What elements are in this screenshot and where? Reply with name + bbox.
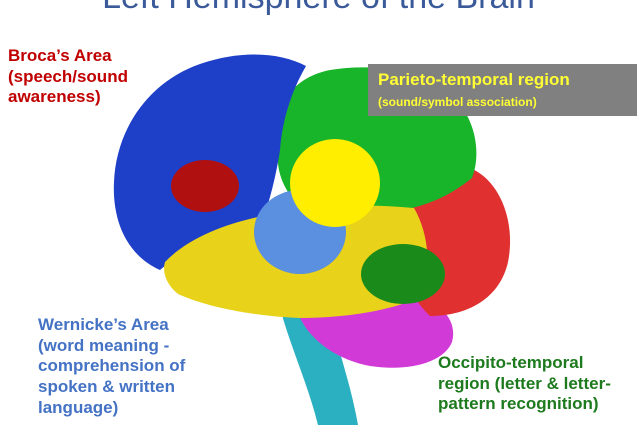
occipito-temporal-label-line: pattern recognition) (438, 394, 599, 414)
wernicke-label-line: Wernicke’s Area (38, 315, 169, 334)
parieto-temporal-title: Parieto-temporal region (378, 70, 570, 89)
occipito-temporal-label-line: region (letter & letter- (438, 373, 611, 393)
parieto-temporal-marker (290, 139, 380, 227)
page-title: Left Hemisphere of the Brain (0, 0, 637, 17)
wernicke-label-line: (word meaning - (38, 335, 170, 355)
wernicke-label-line: comprehension of (38, 356, 186, 376)
occipito-temporal-marker (361, 244, 445, 304)
parieto-temporal-subtitle: (sound/symbol association) (378, 95, 537, 109)
wernicke-label-line: language) (38, 397, 119, 417)
occipito-temporal-label-line: Occipito-temporal (438, 353, 584, 372)
broca-label-line: awareness) (8, 87, 101, 107)
broca-label: Broca’s Area (speech/sound awareness) (8, 46, 128, 108)
broca-marker (171, 160, 239, 212)
wernicke-label-line: spoken & written (38, 377, 175, 397)
parieto-temporal-label-box: Parieto-temporal region (sound/symbol as… (368, 64, 637, 116)
occipito-temporal-label: Occipito-temporal region (letter & lette… (438, 353, 611, 415)
broca-label-line: (speech/sound (8, 66, 128, 86)
wernicke-label: Wernicke’s Area (word meaning - comprehe… (38, 315, 185, 419)
brainstem (282, 312, 358, 425)
broca-label-line: Broca’s Area (8, 46, 112, 65)
